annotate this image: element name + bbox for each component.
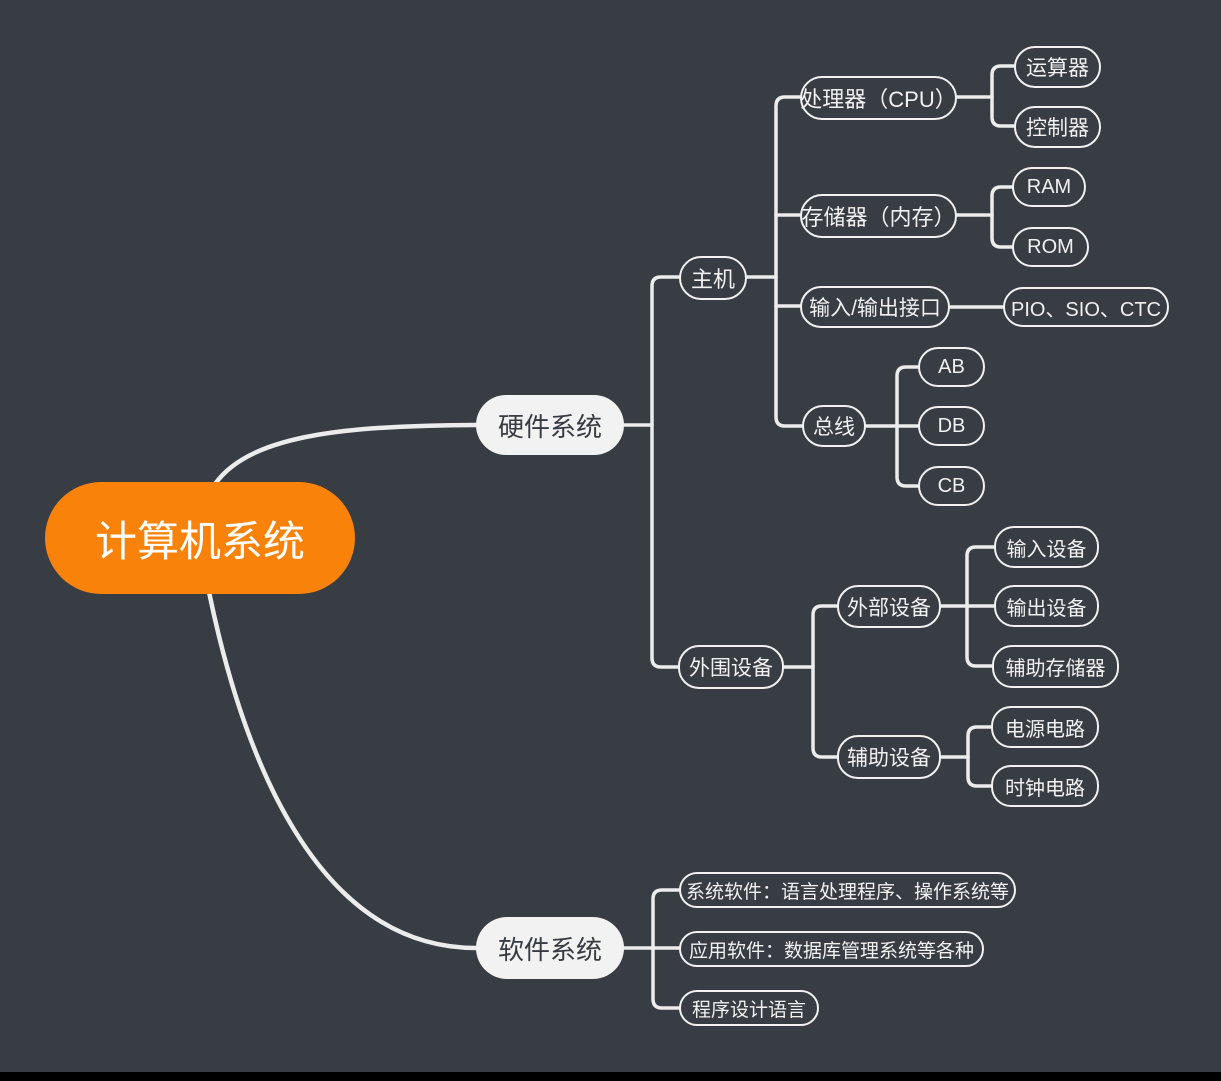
node-rom[interactable]: ROM xyxy=(1012,227,1089,267)
node-processor-cpu[interactable]: 处理器（CPU） xyxy=(800,76,957,120)
link-memory-trunk xyxy=(990,185,1014,249)
link-root-software xyxy=(206,589,479,951)
link-peripheral-trunk xyxy=(811,604,839,759)
node-auxiliary-devices[interactable]: 辅助设备 xyxy=(837,735,941,779)
node-db[interactable]: DB xyxy=(918,406,985,446)
node-system-software[interactable]: 系统软件：语言处理程序、操作系统等 xyxy=(679,872,1016,908)
node-control-unit[interactable]: 控制器 xyxy=(1014,106,1101,148)
link-root-hardware xyxy=(212,422,479,487)
node-pio-sio-ctc[interactable]: PIO、SIO、CTC xyxy=(1003,287,1169,327)
link-auxiliary-trunk xyxy=(966,725,993,788)
link-bus-trunk xyxy=(895,365,920,488)
link-software-trunk xyxy=(651,888,681,1010)
node-application-software[interactable]: 应用软件：数据库管理系统等各种 xyxy=(679,931,984,967)
node-software-system[interactable]: 软件系统 xyxy=(476,917,624,979)
node-programming-language[interactable]: 程序设计语言 xyxy=(679,990,819,1026)
node-memory[interactable]: 存储器（内存） xyxy=(800,194,957,238)
node-computer-system[interactable]: 计算机系统 xyxy=(45,482,355,594)
node-output-devices[interactable]: 输出设备 xyxy=(994,585,1099,627)
node-host[interactable]: 主机 xyxy=(679,256,747,300)
link-host-trunk xyxy=(774,95,804,428)
node-bus[interactable]: 总线 xyxy=(802,405,866,447)
node-input-devices[interactable]: 输入设备 xyxy=(994,526,1099,568)
node-ab[interactable]: AB xyxy=(918,347,985,387)
bottom-black-bar xyxy=(0,1072,1221,1081)
node-auxiliary-storage[interactable]: 辅助存储器 xyxy=(992,645,1119,688)
node-clock-circuit[interactable]: 时钟电路 xyxy=(991,765,1099,807)
node-ram[interactable]: RAM xyxy=(1012,167,1086,207)
node-arithmetic-unit[interactable]: 运算器 xyxy=(1014,46,1101,88)
node-external-devices[interactable]: 外部设备 xyxy=(837,585,941,628)
link-hardware-trunk xyxy=(650,275,681,669)
node-power-circuit[interactable]: 电源电路 xyxy=(991,706,1099,748)
node-peripheral-devices[interactable]: 外围设备 xyxy=(678,645,784,689)
node-hardware-system[interactable]: 硬件系统 xyxy=(476,395,624,455)
link-external-trunk xyxy=(965,545,996,668)
link-cpu-trunk xyxy=(990,64,1016,128)
node-cb[interactable]: CB xyxy=(918,466,985,506)
node-io-interface[interactable]: 输入/输出接口 xyxy=(800,286,950,328)
